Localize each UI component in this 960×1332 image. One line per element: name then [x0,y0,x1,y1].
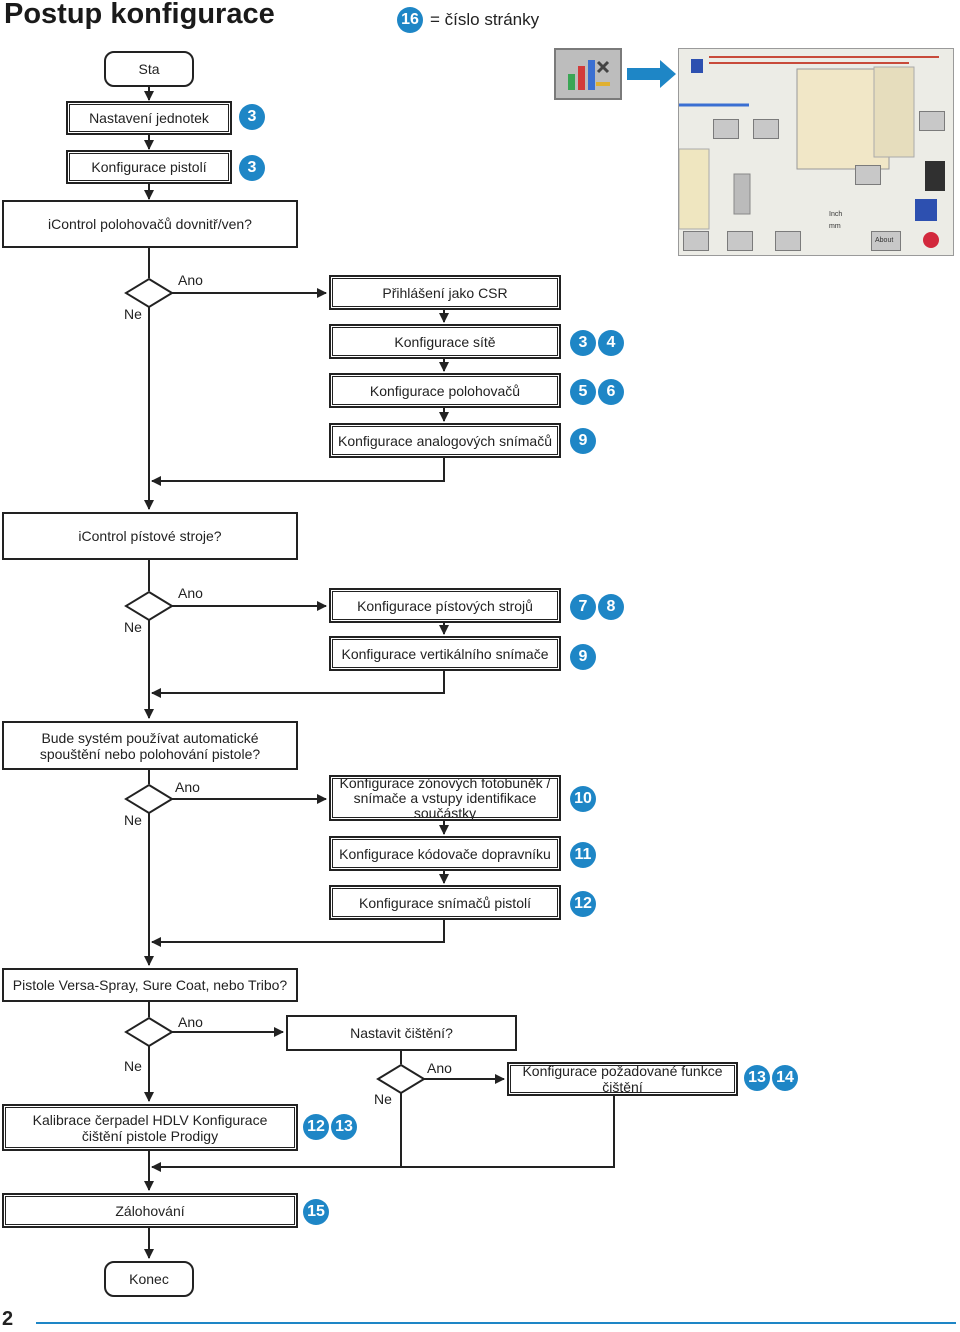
yes-label: Ano [175,779,200,795]
page-title: Postup konfigurace [4,0,275,30]
backup-step: Zálohování [2,1193,298,1228]
no-label: Ne [124,306,142,322]
cleaning-step-line-1: Konfigurace požadované funkce [522,1063,723,1079]
page-badge: 4 [598,330,624,356]
booth-diagram [679,49,953,255]
panel-tool-icon[interactable] [919,111,945,131]
encoder-step: Konfigurace kódovače dopravníku [329,836,561,871]
tools-icon [568,60,610,90]
movers-step: Konfigurace polohovačů [329,373,561,408]
zone-step: Konfigurace zónových fotobuněk / snímače… [329,775,561,821]
end-terminal: Konec [104,1261,194,1297]
auto-question-line-2: spouštění nebo polohování pistole? [39,745,261,762]
csr-step: Přihlášení jako CSR [329,275,561,310]
page-badge: 10 [570,786,596,812]
page-badge: 3 [239,104,265,130]
auto-question: Bude systém používat automatické spouště… [2,721,298,770]
start-terminal: Sta [104,51,194,87]
yes-label: Ano [178,1014,203,1030]
page-badge: 3 [239,155,265,181]
blue-arrow-icon [627,60,676,88]
page-badge: 13 [744,1065,770,1091]
no-label: Ne [124,619,142,635]
page-number: 2 [2,1308,14,1330]
network-step: Konfigurace sítě [329,324,561,359]
units-step: Nastavení jednotek [66,101,232,135]
piston-question: iControl pístové stroje? [2,512,298,560]
panel-tool-icon[interactable] [855,165,881,185]
panel-tool-icon[interactable] [713,119,739,139]
page-badge: 8 [598,594,624,620]
about-button-label: About [875,237,894,244]
page-badge: 12 [303,1114,329,1140]
no-label: Ne [374,1091,392,1107]
footer-rule [36,1322,956,1324]
touchscreen-panel: Inch mm About [678,48,954,256]
about-button[interactable]: About [871,231,901,251]
vertical-sensor-step: Konfigurace vertikálního snímače [329,636,561,671]
gun-sensors-step: Konfigurace snímačů pistolí [329,885,561,920]
hdlv-step-line-2: čištění pistole Prodigy [81,1127,219,1144]
unit-inches-option[interactable]: Inch [829,211,843,218]
cleaning-question: Nastavit čištění? [286,1015,517,1051]
page-badge: 7 [570,594,596,620]
yes-label: Ano [178,585,203,601]
panel-tool-icon[interactable] [753,119,779,139]
unit-mm-option[interactable]: mm [829,223,841,230]
cleaning-step-line-2: čištění [602,1079,643,1095]
movers-question: iControl polohovačů dovnitř/ven? [2,200,298,248]
auto-question-line-1: Bude systém používat automatické [41,729,259,746]
piston-step: Konfigurace pístových strojů [329,588,561,623]
page-badge: 6 [598,379,624,405]
panel-tool-icon[interactable] [775,231,801,251]
no-label: Ne [124,1058,142,1074]
panel-tool-icon[interactable] [683,231,709,251]
legend-text: = číslo stránky [430,10,540,29]
yes-label: Ano [427,1060,452,1076]
hdlv-step-line-1: Kalibrace čerpadel HDLV Konfigurace [32,1111,268,1128]
zone-step-line-1: Konfigurace zónových fotobuněk / [339,774,551,791]
no-label: Ne [124,812,142,828]
page-badge: 15 [303,1199,329,1225]
zone-step-line-3: součástky [413,804,477,821]
guns-question: Pistole Versa-Spray, Sure Coat, nebo Tri… [2,968,298,1002]
page-badge: 3 [570,330,596,356]
page-badge: 9 [570,428,596,454]
panel-tool-icon[interactable] [727,231,753,251]
page-badge: 12 [570,891,596,917]
hdlv-step: Kalibrace čerpadel HDLV Konfigurace čišt… [2,1104,298,1151]
configuration-tools-icon[interactable] [554,48,622,100]
page-badge: 14 [772,1065,798,1091]
zone-step-line-2: snímače a vstupy identifikace [353,789,537,806]
page-badge: 5 [570,379,596,405]
guns-step: Konfigurace pistolí [66,150,232,184]
cleaning-step: Konfigurace požadované funkce čištění [507,1062,738,1096]
analog-sensors-step: Konfigurace analogových snímačů [329,423,561,458]
legend-badge: 16 [397,7,423,33]
page-badge: 11 [570,842,596,868]
page-badge: 13 [331,1114,357,1140]
page-badge: 9 [570,644,596,670]
yes-label: Ano [178,272,203,288]
